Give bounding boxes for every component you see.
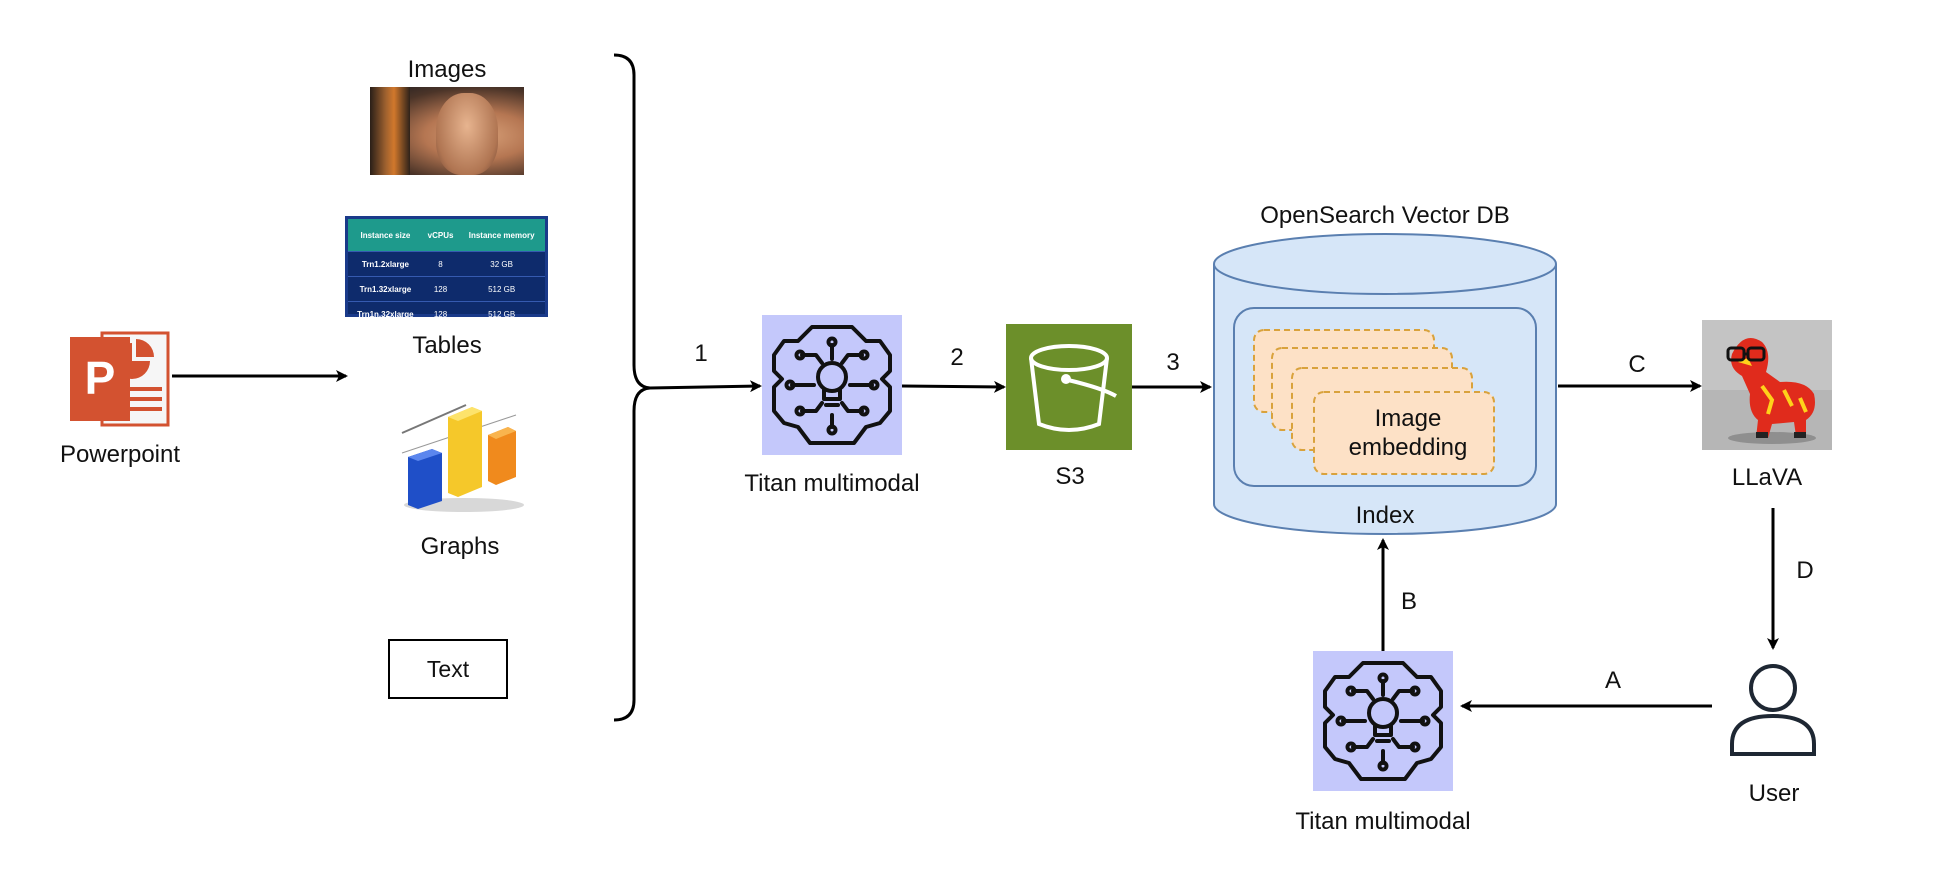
table-cell: 512 GB: [458, 301, 545, 326]
embedding-label-line1: Image: [1374, 405, 1442, 432]
table-cell: Trn1.32xlarge: [348, 276, 423, 302]
instance-table: Instance size vCPUs Instance memory Trn1…: [348, 219, 545, 326]
step-D-label: D: [1796, 557, 1814, 584]
circuit-brain-icon: [762, 315, 902, 455]
bar-graph-icon: [401, 404, 524, 512]
table-header: Instance size: [348, 219, 423, 252]
table-cell: Trn1n.32xlarge: [348, 301, 423, 326]
table-row: Trn1.2xlarge 8 32 GB: [348, 251, 545, 277]
step-1-label: 1: [694, 340, 708, 367]
index-label: Index: [1355, 502, 1415, 529]
content-brace: [613, 53, 651, 722]
user-label: User: [1748, 780, 1800, 807]
table-thumbnail: Instance size vCPUs Instance memory Trn1…: [345, 216, 548, 326]
table-cell: 32 GB: [458, 251, 545, 277]
table-cell: 8: [422, 251, 459, 277]
s3-label: S3: [1055, 463, 1085, 490]
table-header: Instance memory: [458, 219, 545, 252]
step-A-label: A: [1604, 667, 1621, 694]
step-C-label: C: [1628, 351, 1646, 378]
db-title: OpenSearch Vector DB: [1260, 202, 1510, 229]
bucket-icon: [1006, 324, 1132, 450]
table-row: Trn1.32xlarge 128 512 GB: [348, 276, 545, 302]
table-cell: 128: [422, 301, 459, 326]
step-B-label: B: [1400, 588, 1417, 615]
circuit-brain-icon: [1313, 651, 1453, 791]
embedding-card-label: Image embedding: [1318, 404, 1498, 462]
titan-bottom-label: Titan multimodal: [1295, 808, 1471, 835]
llava-label: LLaVA: [1731, 464, 1803, 491]
embedding-label-line2: embedding: [1348, 434, 1468, 461]
step-2-label: 2: [950, 344, 964, 371]
llava-mascot-image: [1702, 320, 1832, 450]
titan-top-label: Titan multimodal: [744, 470, 920, 497]
table-cell: 128: [422, 276, 459, 302]
arrow-1: [649, 380, 762, 393]
table-header: vCPUs: [422, 219, 459, 252]
tables-label: Tables: [412, 332, 482, 359]
arrow-2: [901, 380, 1006, 393]
step-3-label: 3: [1166, 349, 1180, 376]
text-box: Text: [388, 639, 508, 699]
powerpoint-label: Powerpoint: [59, 441, 181, 468]
powerpoint-icon: P: [70, 331, 170, 427]
table-cell: 512 GB: [458, 276, 545, 302]
graphs-label: Graphs: [420, 533, 500, 560]
table-cell: Trn1.2xlarge: [348, 251, 423, 277]
table-row: Trn1n.32xlarge 128 512 GB: [348, 301, 545, 326]
images-label: Images: [407, 56, 487, 83]
user-icon: [1730, 664, 1816, 756]
database-cylinder: [1213, 233, 1557, 535]
svg-text:P: P: [85, 352, 116, 404]
portrait-image: [370, 87, 524, 175]
